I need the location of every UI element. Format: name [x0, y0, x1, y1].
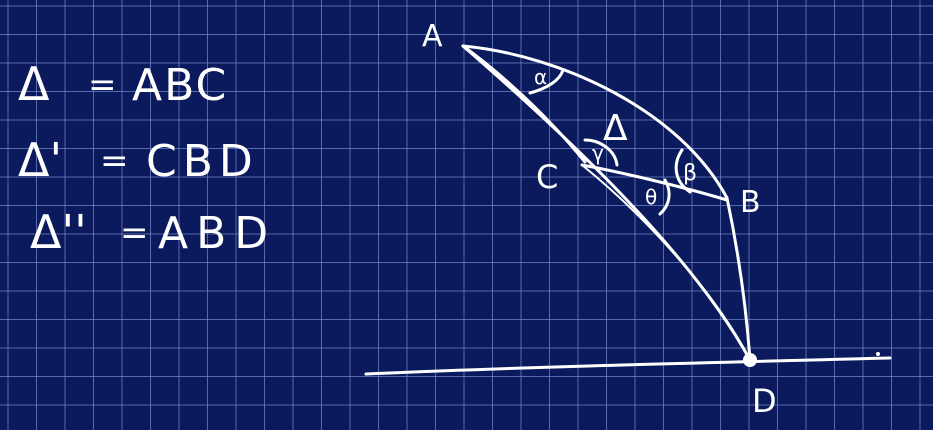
definition-3-rhs: ABD — [158, 208, 276, 259]
point-d-label: D — [752, 382, 777, 420]
angle-arc-beta — [674, 148, 692, 194]
angle-beta-label: β — [683, 161, 697, 186]
horizon-line — [364, 356, 892, 376]
angle-theta-label: θ — [645, 185, 657, 209]
arc-cd — [581, 164, 751, 361]
definition-2: Δ' = CBD — [18, 133, 259, 187]
definition-3-lhs: Δ'' — [30, 205, 87, 259]
definition-1-rhs: ABC — [132, 60, 228, 111]
angle-arc-alpha — [528, 68, 565, 95]
triangle-abc-label: Δ — [603, 108, 628, 149]
angle-alpha-label: α — [534, 65, 547, 89]
point-b-label: B — [740, 185, 761, 220]
end-dot-icon — [876, 352, 880, 356]
angle-arc-theta — [658, 178, 671, 216]
definition-1-lhs: Δ — [18, 57, 50, 111]
definition-2-lhs: Δ' — [18, 133, 62, 187]
definition-1: Δ = ABC — [18, 57, 228, 111]
point-d-dot-icon — [743, 353, 757, 367]
arc-ab — [461, 44, 729, 200]
definition-3-equals: = — [120, 213, 149, 253]
definition-1-equals: = — [88, 65, 117, 105]
point-c-label: C — [536, 158, 558, 196]
point-a-label: A — [422, 19, 443, 54]
definition-2-equals: = — [100, 141, 129, 181]
angle-gamma-label: γ — [592, 141, 604, 165]
definition-2-rhs: CBD — [146, 136, 259, 187]
angle-arc-gamma — [583, 138, 619, 167]
arc-bd — [725, 196, 752, 362]
definition-3: Δ'' = ABD — [30, 205, 276, 259]
arc-ad — [461, 44, 752, 362]
